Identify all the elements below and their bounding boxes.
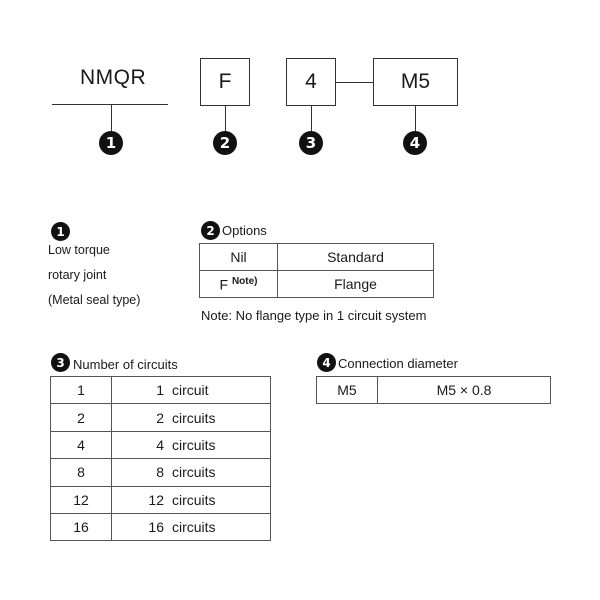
sec4-title: Connection diameter (338, 356, 458, 371)
leader-line-1 (111, 104, 112, 132)
sec1-line-1: Low torque (48, 243, 110, 257)
circuit-code-cell: 4 (50, 430, 112, 460)
option-code-cell: Nil (199, 243, 278, 271)
connection-code-box: M5 (373, 58, 458, 106)
table-row: 12 12 circuits (50, 485, 271, 514)
circuit-code-cell: 8 (50, 458, 112, 487)
circuits-table: 1 1 circuit 2 2 circuits 4 4 circuits 8 8 ci… (50, 375, 271, 542)
circuit-word: circuit (172, 382, 209, 399)
marker-1: 1 (99, 131, 123, 155)
options-note: Note: No flange type in 1 circuit system (201, 308, 427, 323)
connection-table: M5 M5 × 0.8 (316, 376, 551, 404)
circuit-desc-cell: 1 circuit (111, 375, 271, 405)
circuit-desc-cell: 12 circuits (111, 485, 271, 514)
leader-line-2 (225, 106, 226, 132)
option-code-cell: F Note) (199, 270, 278, 298)
option-code: F (219, 276, 229, 293)
sec1-marker: 1 (51, 222, 70, 241)
circuit-word: circuits (172, 409, 216, 426)
leader-line-3 (311, 106, 312, 132)
circuit-code-cell: 1 (50, 375, 112, 405)
table-row: 4 4 circuits (50, 430, 271, 460)
marker-4: 4 (403, 131, 427, 155)
sec1-description: Low torque rotary joint (Metal seal type… (48, 238, 140, 313)
circuit-code-cell: 12 (50, 485, 112, 514)
circuit-count: 12 (148, 491, 164, 508)
circuit-count: 8 (156, 464, 164, 481)
circuit-desc-cell: 4 circuits (111, 430, 271, 460)
table-row: 8 8 circuits (50, 458, 271, 487)
circuit-word: circuits (172, 436, 216, 453)
circuit-word: circuits (172, 519, 216, 536)
sec2-title: Options (222, 223, 267, 238)
option-desc-cell: Flange (277, 270, 434, 298)
circuit-word: circuits (172, 491, 216, 508)
note-marker: Note) (231, 275, 258, 287)
option-code-box: F (200, 58, 250, 106)
marker-3: 3 (299, 131, 323, 155)
circuit-count: 2 (156, 409, 164, 426)
series-underline (52, 104, 168, 105)
sec3-title: Number of circuits (73, 357, 178, 372)
circuit-count: 4 (156, 436, 164, 453)
sec3-marker: 3 (51, 353, 70, 372)
series-code: NMQR (80, 66, 147, 89)
table-row: 2 2 circuits (50, 403, 271, 432)
circuit-count: 16 (148, 519, 164, 536)
circuit-count: 1 (156, 382, 164, 399)
connection-desc-cell: M5 × 0.8 (377, 376, 551, 404)
connection-code-cell: M5 (316, 376, 378, 404)
sec1-line-3: (Metal seal type) (48, 293, 141, 307)
circuit-code-cell: 16 (50, 512, 112, 542)
options-table: Nil Standard F Note) Flange (199, 243, 434, 298)
circuits-code-box: 4 (286, 58, 336, 106)
sec2-marker: 2 (201, 221, 220, 240)
marker-2: 2 (213, 131, 237, 155)
circuit-desc-cell: 16 circuits (111, 512, 271, 542)
option-desc-cell: Standard (277, 243, 434, 271)
connector-line (336, 82, 374, 83)
circuit-desc-cell: 8 circuits (111, 458, 271, 487)
sec4-marker: 4 (317, 353, 336, 372)
circuit-desc-cell: 2 circuits (111, 403, 271, 432)
table-row: F Note) Flange (199, 270, 434, 298)
circuit-code-cell: 2 (50, 403, 112, 432)
table-row: 1 1 circuit (50, 375, 271, 405)
leader-line-4 (415, 106, 416, 132)
table-row: M5 M5 × 0.8 (316, 376, 551, 404)
circuit-word: circuits (172, 464, 216, 481)
table-row: 16 16 circuits (50, 512, 271, 542)
sec1-line-2: rotary joint (48, 268, 107, 282)
table-row: Nil Standard (199, 243, 434, 271)
